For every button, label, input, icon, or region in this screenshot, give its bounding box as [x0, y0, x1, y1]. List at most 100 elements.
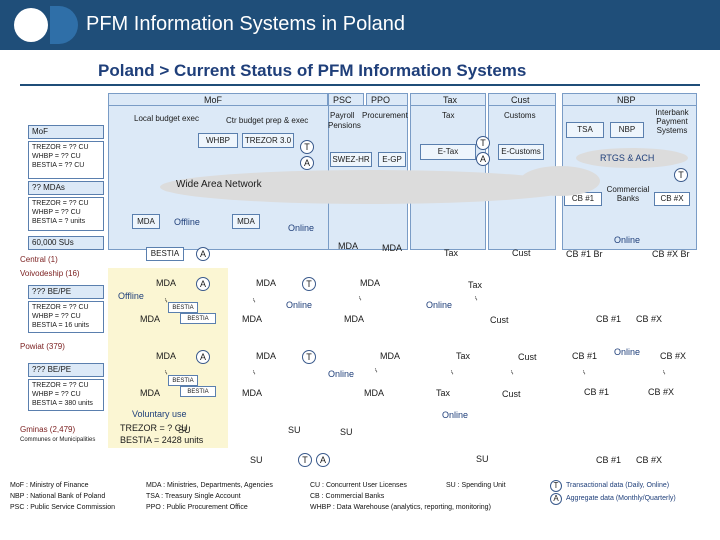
su-label: SU	[476, 454, 489, 464]
bestia-box: BESTIA	[180, 386, 216, 397]
column-header-cust: Cust	[488, 93, 556, 106]
subtitle-rule	[20, 84, 700, 86]
su-label: SU	[340, 427, 353, 437]
cbx-label: CB #X	[636, 314, 663, 324]
column-header-psc: PSC	[328, 93, 364, 106]
cbx-label: CB #X	[648, 387, 675, 397]
wan-cloud-right	[520, 166, 600, 196]
legend-item: NBP : National Bank of Poland	[10, 493, 106, 500]
mda-label: MDA	[140, 388, 160, 398]
continuation-dots: ...	[448, 367, 460, 375]
legend-item: WHBP : Data Warehouse (analytics, report…	[310, 504, 491, 511]
mda-label: MDA	[256, 351, 276, 361]
mda-label: MDA	[338, 241, 358, 251]
mda-label: MDA	[364, 388, 384, 398]
legend-item: PPO : Public Procurement Office	[146, 504, 248, 511]
ctr-budget-label: Ctr budget prep & exec	[226, 116, 309, 125]
column-header-mof: MoF	[108, 93, 328, 106]
mof-side-label: MoF	[28, 125, 104, 139]
cust-label: Cust	[518, 352, 537, 362]
continuation-dots: ...	[372, 365, 384, 373]
cust-label: Cust	[502, 389, 521, 399]
tax-label: Tax	[444, 248, 459, 258]
local-budget-label: Local budget exec	[134, 114, 199, 123]
rtgs-ach-cloud	[576, 148, 688, 168]
interbank-label: Interbank Payment Systems	[655, 108, 689, 136]
t-indicator: T	[674, 168, 688, 182]
su-label: SU	[250, 455, 263, 465]
a-indicator: A	[196, 277, 210, 291]
procurement-label: Procurement	[362, 111, 408, 120]
t-indicator: T	[476, 136, 490, 150]
legend-item: Transactional data (Daily, Online)	[566, 482, 670, 489]
cbx-label: CB #X	[636, 455, 663, 465]
continuation-dots: ...	[508, 367, 520, 375]
offline-label: Offline	[174, 217, 200, 227]
legend-item: Aggregate data (Monthly/Quarterly)	[566, 495, 676, 502]
legend-item: MoF : Ministry of Finance	[10, 482, 89, 489]
wan-cloud	[160, 170, 580, 204]
voivodeship-level-label: Voivodeship (16)	[20, 269, 80, 278]
continuation-dots: ...	[472, 293, 484, 301]
sus-label: 60,000 SUs	[28, 236, 104, 250]
cust-label: Cust	[512, 248, 531, 258]
mda-label: MDA	[242, 314, 262, 324]
legend-item: TSA : Treasury Single Account	[146, 493, 241, 500]
page-subtitle: Poland > Current Status of PFM Informati…	[98, 61, 527, 80]
legend-item: CB : Commercial Banks	[310, 493, 385, 500]
legend-item: CU : Concurrent User Licenses	[310, 482, 407, 489]
mda-label: MDA	[360, 278, 380, 288]
pensions-label: Pensions	[328, 121, 361, 130]
globe-logo-icon	[14, 8, 48, 42]
a-indicator: A	[316, 453, 330, 467]
continuation-dots: ...	[356, 293, 368, 301]
e-gp-box: E-GP	[378, 152, 406, 167]
cust-label: Cust	[490, 315, 509, 325]
legend-item: SU : Spending Unit	[446, 482, 506, 489]
continuation-dots: ...	[250, 367, 262, 375]
gminas-level-label: Gminas (2,479)	[20, 425, 76, 434]
mda-label: MDA	[380, 351, 400, 361]
commercial-banks-label: Commercial Banks	[606, 185, 650, 203]
t-indicator: T	[302, 277, 316, 291]
gminas-bestia-stat: BESTIA = 2428 units	[120, 435, 204, 445]
nbp-box: NBP	[610, 122, 644, 138]
t-indicator: T	[550, 480, 562, 492]
mda-label: MDA	[156, 278, 176, 288]
gminas-sublabel: Communes or Municipalities	[20, 437, 96, 443]
online-label: Online	[442, 410, 469, 420]
cb1-label: CB #1	[596, 455, 622, 465]
online-label: Online	[614, 235, 641, 245]
cb1-label: CB #1	[572, 351, 598, 361]
voiv-side-label: ??? BE/PE	[28, 285, 104, 299]
cbx-top-box: CB #X	[654, 192, 690, 206]
bestia-box: BESTIA	[168, 302, 198, 313]
tax-label: Tax	[436, 388, 451, 398]
trezor-box: TREZOR 3.0	[242, 133, 294, 148]
mda-label: MDA	[156, 351, 176, 361]
mda-label: MDA	[242, 388, 262, 398]
legend: MoF : Ministry of Finance NBP : National…	[10, 480, 710, 524]
e-tax-box: E-Tax	[420, 144, 476, 160]
tax-label: Tax	[456, 351, 471, 361]
cb1-label: CB #1	[584, 387, 610, 397]
t-indicator: T	[298, 453, 312, 467]
voluntary-use-label: Voluntary use	[132, 409, 187, 419]
tax-label: Tax	[468, 280, 483, 290]
online-label: Online	[614, 347, 641, 357]
legend-item: MDA : Ministries, Departments, Agencies	[146, 482, 273, 489]
central-level-label: Central (1)	[20, 255, 58, 264]
wan-label: Wide Area Network	[176, 179, 262, 190]
su-label: SU	[178, 425, 191, 435]
continuation-dots: ...	[250, 295, 262, 303]
powiat-level-label: Powiat (379)	[20, 342, 65, 351]
mda-label: MDA	[140, 314, 160, 324]
online-label: Online	[288, 223, 315, 233]
online-label: Online	[328, 369, 355, 379]
legend-item: PSC : Public Service Commission	[10, 504, 116, 511]
column-header-nbp: NBP	[562, 93, 697, 106]
a-indicator: A	[550, 493, 562, 505]
mda-label: MDA	[344, 314, 364, 324]
a-indicator: A	[196, 350, 210, 364]
